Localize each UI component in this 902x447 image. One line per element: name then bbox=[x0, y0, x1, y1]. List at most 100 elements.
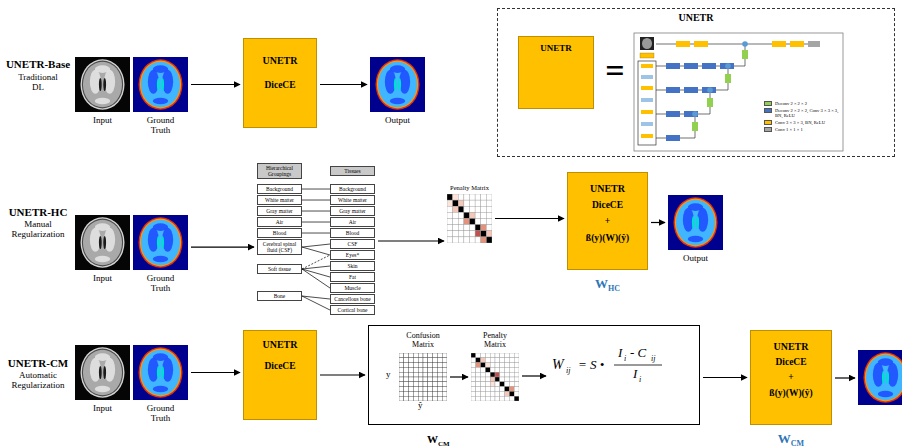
figure-part bbox=[423, 372, 428, 377]
figure-part bbox=[697, 208, 708, 232]
figure-part bbox=[475, 200, 481, 206]
box-text: DiceCE bbox=[775, 357, 806, 367]
figure-part bbox=[428, 377, 433, 382]
figure-part bbox=[399, 363, 404, 368]
tissue-box: White matter bbox=[330, 195, 375, 205]
figure-part bbox=[423, 382, 428, 387]
figure-part bbox=[500, 367, 505, 372]
matrix-grid bbox=[471, 353, 519, 401]
table-cell-text: Air bbox=[332, 219, 373, 225]
figure-part bbox=[485, 353, 490, 358]
figure-part bbox=[684, 63, 698, 69]
figure-part bbox=[81, 217, 125, 268]
image-caption: Output bbox=[379, 116, 417, 126]
figure-part bbox=[688, 236, 703, 243]
tree-line bbox=[302, 266, 330, 269]
figure-part bbox=[481, 358, 486, 363]
formula-symbol: I bbox=[633, 367, 637, 381]
figure-part bbox=[634, 33, 843, 151]
figure-part bbox=[666, 63, 680, 69]
figure-part bbox=[514, 358, 519, 363]
figure-part bbox=[471, 387, 476, 392]
figure-part bbox=[437, 387, 442, 392]
figure-part bbox=[404, 391, 409, 396]
figure-part bbox=[500, 396, 505, 401]
legend-row: Deconv 2 × 2 × 2 bbox=[764, 101, 840, 106]
figure-part bbox=[500, 382, 505, 387]
figure-part bbox=[475, 194, 481, 200]
figure-part bbox=[514, 367, 519, 372]
figure-part bbox=[133, 57, 188, 112]
flow-arrow bbox=[191, 246, 254, 247]
figure-part bbox=[437, 396, 442, 401]
figure-part bbox=[433, 367, 438, 372]
figure-part bbox=[486, 206, 492, 212]
tissue-box: Skin bbox=[330, 261, 375, 271]
formula-subscript: i bbox=[624, 355, 626, 364]
figure-part bbox=[433, 372, 438, 377]
figure-part bbox=[423, 387, 428, 392]
figure-part bbox=[453, 237, 459, 243]
figure-part bbox=[153, 98, 168, 105]
figure-part bbox=[470, 225, 476, 231]
figure-part bbox=[495, 367, 500, 372]
matrix-grid bbox=[399, 353, 447, 401]
figure-part bbox=[464, 225, 470, 231]
figure-part bbox=[83, 220, 122, 266]
figure-part bbox=[485, 396, 490, 401]
figure-part bbox=[674, 197, 718, 248]
tree-line bbox=[302, 247, 330, 255]
figure-part bbox=[476, 377, 481, 382]
figure-part bbox=[486, 194, 492, 200]
figure-part bbox=[442, 358, 447, 363]
figure-part bbox=[103, 236, 106, 249]
figure-part bbox=[481, 372, 486, 377]
figure-part bbox=[505, 353, 510, 358]
figure-part bbox=[141, 220, 180, 266]
figure-part bbox=[471, 391, 476, 396]
figure-part bbox=[409, 367, 414, 372]
figure-part bbox=[423, 367, 428, 372]
figure-part bbox=[148, 70, 159, 94]
figure-part bbox=[82, 219, 123, 267]
figure-part bbox=[666, 87, 680, 93]
tree-line bbox=[302, 200, 330, 201]
figure-part bbox=[464, 200, 470, 206]
figure-part bbox=[509, 372, 514, 377]
figure-part bbox=[509, 396, 514, 401]
figure-part bbox=[104, 358, 115, 382]
figure-part bbox=[490, 391, 495, 396]
figure-part bbox=[157, 366, 160, 379]
figure-part bbox=[666, 135, 680, 141]
figure-part bbox=[495, 372, 500, 377]
figure-part bbox=[140, 349, 181, 397]
figure-part bbox=[95, 98, 110, 105]
figure-part bbox=[140, 61, 181, 109]
figure-part bbox=[390, 65, 405, 73]
figure-part bbox=[433, 377, 438, 382]
tree-line bbox=[302, 233, 330, 234]
figure-part bbox=[75, 215, 130, 270]
figure-part bbox=[486, 212, 492, 218]
tree-line bbox=[302, 244, 330, 247]
figure-part bbox=[514, 363, 519, 368]
figure-part bbox=[157, 78, 160, 91]
figure-part bbox=[423, 363, 428, 368]
figure-part bbox=[514, 382, 519, 387]
figure-part bbox=[509, 367, 514, 372]
figure-part bbox=[886, 371, 889, 384]
figure-part bbox=[458, 219, 464, 225]
figure-part bbox=[514, 387, 519, 392]
table-cell-text: Cancellous bone bbox=[332, 296, 373, 302]
figure-part bbox=[83, 62, 122, 108]
figure-part bbox=[161, 236, 164, 249]
formula-subscript: ij bbox=[566, 367, 570, 376]
figure-part bbox=[707, 98, 713, 107]
box-text: DiceCE bbox=[264, 80, 295, 90]
figure-part bbox=[464, 212, 470, 218]
figure-part bbox=[470, 206, 476, 212]
figure-part bbox=[676, 200, 715, 246]
figure-part bbox=[428, 372, 433, 377]
figure-part bbox=[148, 358, 159, 382]
figure-part bbox=[148, 228, 159, 252]
